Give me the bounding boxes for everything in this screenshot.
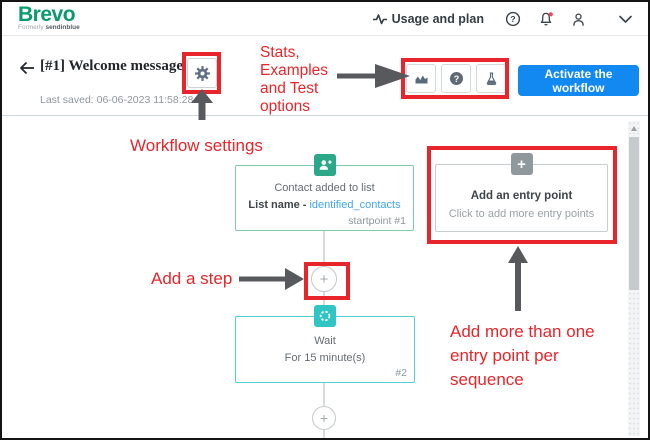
- notification-dot: [548, 12, 553, 17]
- help-icon[interactable]: ?: [505, 11, 521, 27]
- last-saved-text: Last saved: 06-06-2023 11:58:28: [40, 94, 194, 106]
- wait-node[interactable]: Wait For 15 minute(s) #2: [235, 305, 415, 383]
- top-navbar: Brevo Formerly sendinblue Usage and plan…: [2, 2, 648, 36]
- node-detail: List name-identified_contacts: [248, 199, 401, 211]
- list-name-label: List name: [248, 199, 300, 211]
- test-button[interactable]: [476, 64, 506, 93]
- activity-pulse-icon: [372, 12, 387, 26]
- header-divider: [2, 115, 648, 116]
- brevo-logo[interactable]: Brevo Formerly sendinblue: [18, 3, 80, 32]
- scrollbar-thumb[interactable]: [629, 137, 639, 290]
- account-icon[interactable]: [571, 12, 586, 27]
- scrollbar-up-arrow[interactable]: [631, 126, 637, 131]
- add-step-button-bottom[interactable]: +: [312, 406, 336, 430]
- help-circle-icon: ?: [449, 72, 463, 85]
- startpoint-label: startpoint #1: [348, 215, 406, 227]
- contact-added-node[interactable]: Contact added to list List name-identifi…: [235, 154, 414, 231]
- annotation-arrow-up-entry: [508, 246, 528, 311]
- flask-icon: [486, 71, 496, 85]
- plus-icon: +: [319, 270, 329, 288]
- annotation-workflow-settings: Workflow settings: [130, 136, 263, 155]
- brevo-logo-text: Brevo: [18, 3, 76, 26]
- node-title: Contact added to list: [274, 182, 375, 194]
- person-add-icon: [313, 154, 336, 176]
- workflow-settings-button[interactable]: [187, 58, 217, 88]
- add-step-button[interactable]: +: [311, 266, 337, 292]
- topbar-actions: Usage and plan ?: [372, 2, 632, 36]
- svg-text:?: ?: [453, 74, 459, 84]
- usage-and-plan-link[interactable]: Usage and plan: [372, 12, 484, 26]
- annotation-arrow-right-add-step: [239, 268, 304, 290]
- node-title: Add an entry point: [470, 190, 573, 202]
- stats-button[interactable]: [406, 64, 436, 93]
- back-arrow-icon: [20, 61, 34, 75]
- notifications-bell-icon[interactable]: [538, 11, 555, 27]
- page-title: [#1] Welcome message: [40, 58, 184, 74]
- examples-button[interactable]: ?: [441, 64, 471, 93]
- annotation-entry-note: Add more than one entry point per sequen…: [450, 322, 595, 389]
- annotation-stats-note: Stats, Examples and Test options: [260, 44, 329, 115]
- timer-icon: [314, 305, 336, 327]
- stats-icon: [415, 75, 427, 84]
- gear-icon: [194, 65, 210, 81]
- svg-text:?: ?: [510, 14, 515, 24]
- plus-icon: +: [319, 410, 329, 426]
- list-name-link[interactable]: identified_contacts: [309, 199, 401, 211]
- node-subtitle: For 15 minute(s): [284, 352, 366, 364]
- usage-and-plan-label: Usage and plan: [391, 12, 484, 26]
- chevron-down-icon[interactable]: [619, 15, 632, 24]
- node-title: Wait: [314, 335, 336, 347]
- plus-icon: +: [510, 153, 533, 175]
- brevo-logo-tagline: Formerly sendinblue: [18, 24, 80, 31]
- back-button[interactable]: [18, 60, 38, 76]
- activate-workflow-button[interactable]: Activate the workflow: [518, 65, 639, 96]
- annotation-arrow-right-toolbar: [337, 64, 410, 88]
- annotation-add-step: Add a step: [151, 269, 233, 288]
- node-subtitle: Click to add more entry points: [448, 208, 595, 220]
- add-entry-point-node[interactable]: + Add an entry point Click to add more e…: [435, 153, 608, 232]
- step-number-label: #2: [395, 367, 407, 379]
